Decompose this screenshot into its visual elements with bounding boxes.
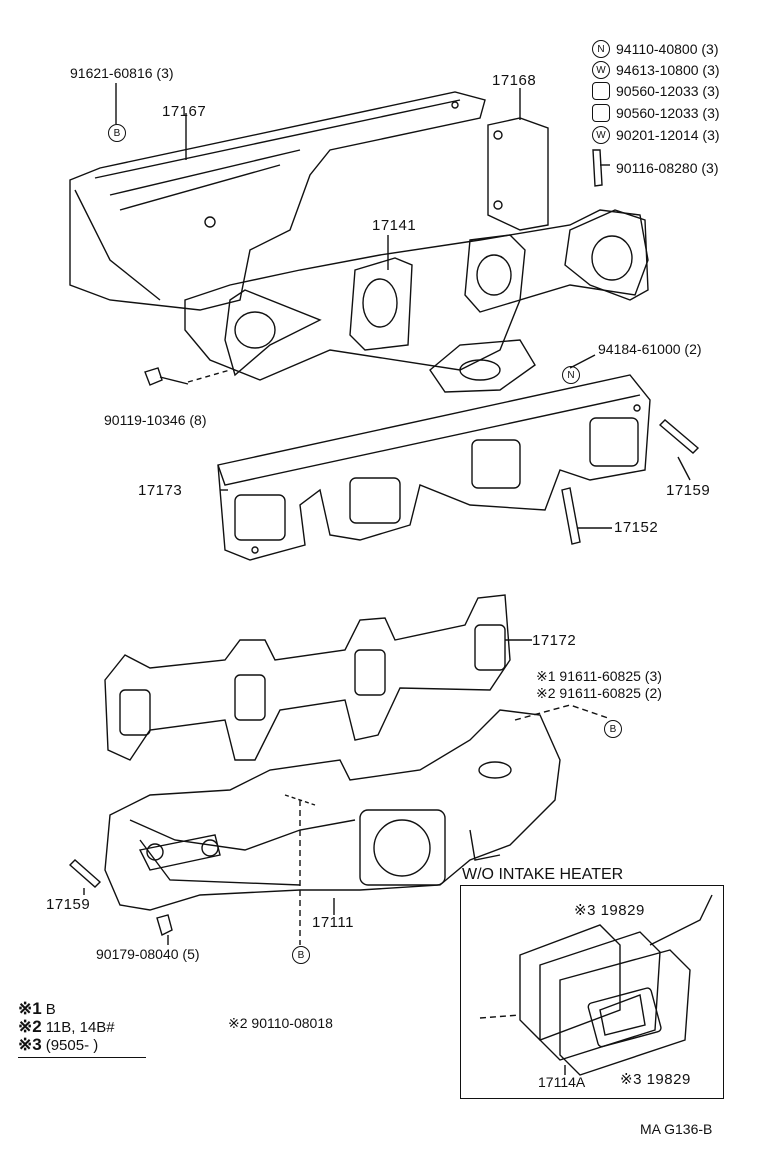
label-heater-gasket-bottom: ※3 19829: [620, 1071, 691, 1088]
exhaust-gasket-drawing: [217, 374, 651, 561]
drawing-code: MA G136-B: [640, 1121, 713, 1137]
label-nut: 94184-61000 (2): [598, 341, 702, 357]
label-stud-center: 17152: [614, 519, 659, 536]
spacer-symbol-icon: [592, 104, 610, 122]
reference-b-icon: B: [604, 720, 622, 738]
label-bolt-top: 90119-10346 (8): [104, 412, 207, 428]
legend-key: ※2: [18, 1016, 42, 1036]
legend-text: B: [45, 1001, 56, 1018]
heater-inset-title: W/O INTAKE HEATER: [462, 866, 624, 883]
hardware-part: 90201-12014 (3): [616, 127, 720, 143]
stud-right-drawing: [658, 419, 700, 454]
hardware-part: 94613-10800 (3): [616, 62, 720, 78]
label-intake-gasket: 17172: [532, 632, 577, 649]
hardware-row: W 94613-10800 (3): [592, 61, 720, 79]
label-heater-gasket-top: ※3 19829: [574, 902, 645, 919]
label-exhaust-manifold: 17141: [372, 217, 417, 234]
reference-b-icon: B: [292, 946, 310, 964]
exhaust-manifold-drawing: [184, 209, 649, 393]
intake-gasket-drawing: [104, 594, 511, 761]
legend-row: ※1 B: [18, 1000, 115, 1018]
stud-left-drawing: [68, 859, 102, 888]
hardware-part: 94110-40800 (3): [616, 41, 719, 57]
stud-center-drawing: [561, 487, 581, 545]
footnote-legend: ※1 B ※2 11B, 14B# ※3 (9505- ): [18, 1000, 115, 1054]
stud-top-drawing: [592, 149, 603, 187]
label-bracket: 17168: [492, 72, 537, 89]
hardware-part: 90560-12033 (3): [616, 83, 720, 99]
reference-b-icon: B: [108, 124, 126, 142]
label-heat-insulator-bolt: 91621-60816 (3): [70, 65, 174, 81]
intake-heater-drawing: [479, 894, 713, 1076]
heater-inset-frame: [460, 885, 724, 1099]
hardware-row: 90560-12033 (3): [592, 82, 720, 100]
bolt-top-drawing: [144, 367, 231, 386]
nut-symbol-icon: N: [562, 366, 580, 384]
label-bolt-b2: ※2 91611-60825 (2): [536, 685, 662, 701]
label-heat-insulator: 17167: [162, 103, 207, 120]
nut-bottom-drawing: [156, 914, 173, 937]
label-nut-bottom: 90179-08040 (5): [96, 946, 200, 962]
hardware-row: W 90201-12014 (3): [592, 126, 720, 144]
nut-symbol-icon: N: [592, 40, 610, 58]
label-stud-top: 90116-08280 (3): [616, 160, 719, 176]
legend-row: ※2 11B, 14B#: [18, 1016, 115, 1036]
legend-row: ※3 (9505- ): [18, 1034, 115, 1054]
washer-symbol-icon: W: [592, 61, 610, 79]
label-heater-plate: 17114A: [538, 1074, 586, 1090]
washer-symbol-icon: W: [592, 126, 610, 144]
hardware-part: 90560-12033 (3): [616, 105, 720, 121]
label-stud-left: 17159: [46, 896, 91, 913]
legend-underline: [18, 1057, 146, 1058]
heat-insulator-drawing: [69, 91, 486, 311]
label-stud-right: 17159: [666, 482, 711, 499]
label-bolt-bottom: ※2 90110-08018: [228, 1015, 333, 1031]
hardware-row: 90560-12033 (3): [592, 104, 720, 122]
label-intake-manifold: 17111: [312, 914, 354, 931]
spacer-symbol-icon: [592, 82, 610, 100]
legend-key: ※1: [18, 999, 42, 1018]
label-exhaust-gasket: 17173: [138, 482, 183, 499]
legend-text: (9505- ): [45, 1036, 99, 1054]
legend-key: ※3: [18, 1034, 42, 1054]
hardware-row: N 94110-40800 (3): [592, 40, 718, 58]
label-bolt-b1: ※1 91611-60825 (3): [536, 668, 662, 684]
bracket-drawing: [487, 117, 549, 231]
legend-text: 11B, 14B#: [45, 1018, 115, 1036]
intake-manifold-drawing: [104, 709, 561, 911]
